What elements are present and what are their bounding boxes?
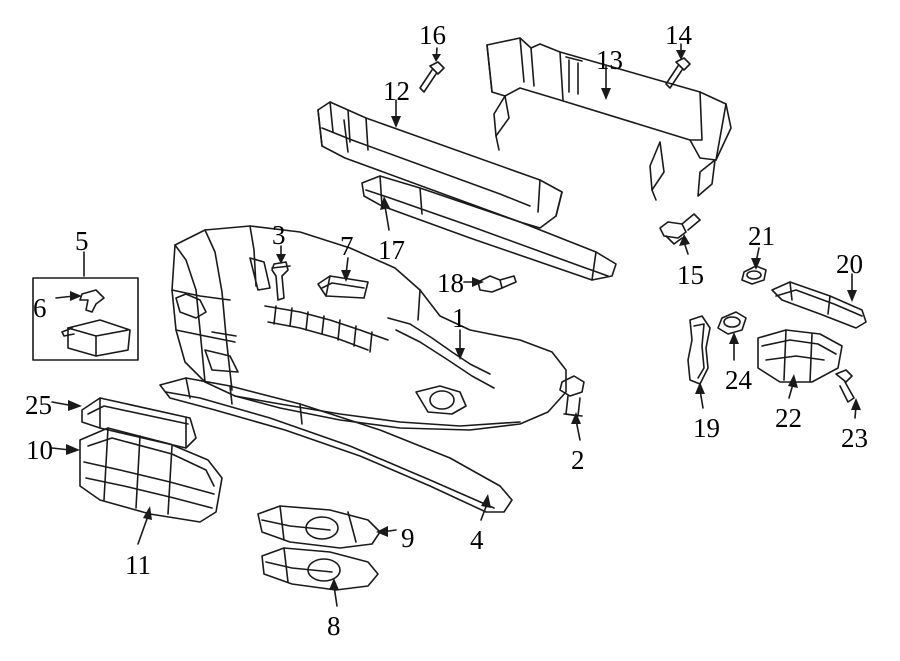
callout-11: 11 bbox=[125, 550, 151, 580]
part-8-fog-lamp-bezel-lower bbox=[261, 547, 379, 591]
leader-lines bbox=[51, 43, 861, 607]
part-23-screw bbox=[835, 369, 855, 403]
part-1-bumper-cover bbox=[171, 225, 567, 431]
part-16-screw bbox=[419, 61, 445, 93]
part-9-fog-lamp-bezel-upper bbox=[257, 505, 381, 549]
callout-15: 15 bbox=[677, 260, 704, 290]
part-15-hex-bolt bbox=[659, 213, 701, 245]
callout-3: 3 bbox=[272, 220, 286, 250]
part-4-lower-deflector bbox=[159, 377, 513, 513]
callout-18: 18 bbox=[437, 268, 464, 298]
callout-23: 23 bbox=[841, 423, 868, 453]
part-25-grille-molding bbox=[81, 397, 197, 449]
callout-8: 8 bbox=[327, 611, 341, 641]
callout-24: 24 bbox=[725, 365, 752, 395]
callout-20: 20 bbox=[836, 249, 863, 279]
callout-14: 14 bbox=[665, 20, 692, 50]
part-13-upper-tie-bar bbox=[486, 37, 732, 201]
part-18-clip bbox=[477, 275, 517, 293]
callout-16: 16 bbox=[419, 20, 446, 50]
callout-10: 10 bbox=[26, 435, 53, 465]
part-5-6-bracket-box bbox=[32, 277, 139, 361]
part-24-grommet bbox=[717, 311, 747, 335]
part-17-energy-absorber bbox=[361, 175, 617, 281]
callout-13: 13 bbox=[596, 45, 623, 75]
part-21-grommet bbox=[741, 265, 767, 285]
part-7-license-bracket bbox=[317, 275, 369, 299]
callout-1: 1 bbox=[452, 303, 466, 333]
part-12-reinforcement-bar bbox=[317, 101, 563, 229]
callout-12: 12 bbox=[383, 76, 410, 106]
callout-17: 17 bbox=[378, 235, 405, 265]
callout-2: 2 bbox=[571, 445, 585, 475]
part-3-retainer-clip bbox=[271, 261, 291, 301]
part-2-bolt bbox=[559, 375, 585, 417]
callout-25: 25 bbox=[25, 390, 52, 420]
part-20-bracket-arm bbox=[771, 281, 867, 329]
part-22-side-bracket bbox=[757, 329, 843, 383]
callout-19: 19 bbox=[693, 413, 720, 443]
callout-9: 9 bbox=[401, 523, 415, 553]
part-19-side-bracket bbox=[687, 315, 711, 385]
callout-5: 5 bbox=[75, 226, 89, 256]
callout-22: 22 bbox=[775, 403, 802, 433]
callout-7: 7 bbox=[340, 231, 354, 261]
callout-4: 4 bbox=[470, 525, 484, 555]
callout-21: 21 bbox=[748, 221, 775, 251]
callout-6: 6 bbox=[33, 293, 47, 323]
part-11-grille bbox=[79, 427, 223, 523]
